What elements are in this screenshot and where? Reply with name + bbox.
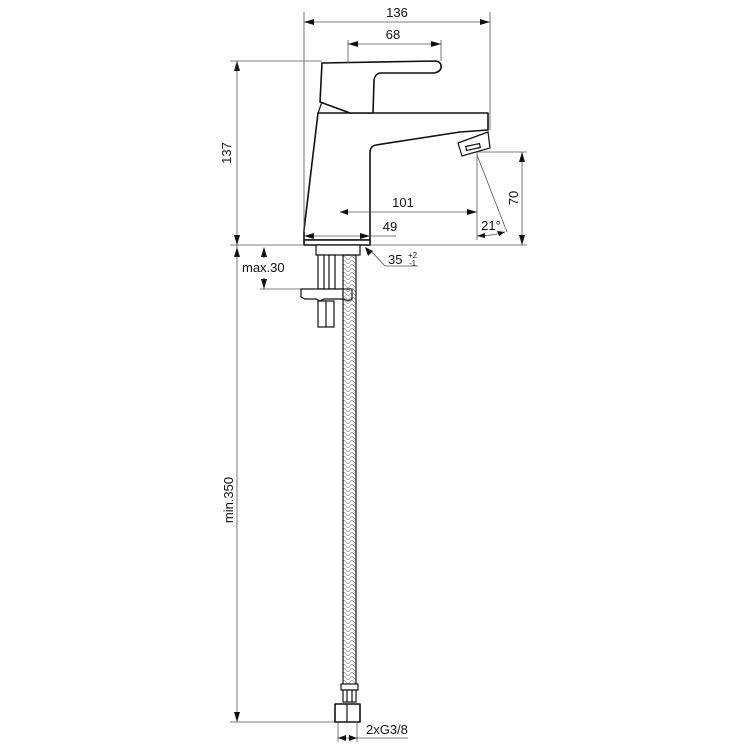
dim-body-depth: 49 (304, 219, 397, 239)
svg-text:min.350: min.350 (221, 477, 236, 523)
flexible-hose (334, 254, 361, 723)
dim-jet-angle: 21° (476, 154, 508, 238)
svg-text:137: 137 (219, 142, 234, 164)
svg-text:49: 49 (383, 219, 397, 234)
dim-max-deck-thickness: max.30 (242, 247, 301, 290)
dim-spout-height: 70 (370, 151, 527, 246)
svg-text:35: 35 (388, 252, 402, 267)
dim-lever-length: 68 (347, 27, 442, 63)
svg-text:+2: +2 (408, 251, 418, 260)
mounting-hardware (300, 244, 361, 328)
dim-min-hose-length: min.350 (221, 245, 335, 723)
base-plate (303, 239, 371, 246)
faucet-body (303, 112, 491, 246)
dim-spout-reach: 101 (340, 195, 477, 215)
svg-text:70: 70 (506, 191, 521, 205)
dim-connection: 2xG3/8 (337, 722, 408, 742)
dim-overall-height: 137 (219, 60, 322, 246)
svg-text:-1: -1 (409, 259, 417, 268)
svg-text:136: 136 (386, 5, 408, 20)
dim-overall-width: 136 (303, 5, 491, 232)
svg-text:21°: 21° (481, 218, 501, 233)
svg-text:2xG3/8: 2xG3/8 (366, 722, 408, 737)
lever-handle (317, 60, 442, 114)
dim-mounting-hole: 35 +2 -1 (365, 247, 418, 268)
svg-text:68: 68 (386, 27, 400, 42)
svg-text:max.30: max.30 (242, 260, 285, 275)
svg-text:101: 101 (392, 195, 414, 210)
